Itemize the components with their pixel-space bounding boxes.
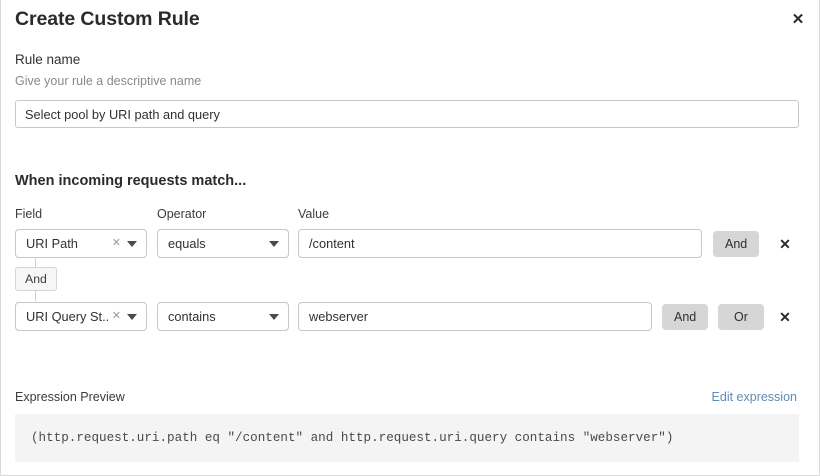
page-title: Create Custom Rule [15,8,200,30]
field-select-row-1[interactable]: URI Path ✕ [15,229,147,258]
rule-name-input[interactable] [15,100,799,128]
delete-row-2-button[interactable]: ✕ [779,309,791,325]
value-input-row-1[interactable] [298,229,702,258]
expression-preview-text: (http.request.uri.path eq "/content" and… [31,431,674,445]
edit-expression-link[interactable]: Edit expression [711,390,797,404]
operator-select-row-2[interactable]: contains [157,302,289,331]
expression-preview-box: (http.request.uri.path eq "/content" and… [15,414,799,462]
operator-select-row-1[interactable]: equals [157,229,289,258]
field-select-row-1-label: URI Path [26,236,78,251]
chevron-down-icon [269,313,279,320]
chevron-down-icon [269,240,279,247]
chevron-down-icon [127,240,137,247]
or-button-row-2[interactable]: Or [718,304,764,330]
column-header-field: Field [15,207,43,221]
column-header-value: Value [298,207,330,221]
rule-name-label: Rule name [15,52,81,67]
and-button-row-2[interactable]: And [662,304,709,330]
delete-row-1-button[interactable]: ✕ [779,236,791,252]
chevron-down-icon [127,313,137,320]
operator-select-row-2-label: contains [168,309,216,324]
clear-icon[interactable]: ✕ [111,310,121,322]
expression-preview-label: Expression Preview [15,390,125,404]
match-section-heading: When incoming requests match... [15,173,247,189]
field-select-row-2-label: URI Query St... [26,309,110,324]
field-select-row-2[interactable]: URI Query St... ✕ [15,302,147,331]
rule-name-description: Give your rule a descriptive name [15,74,202,88]
and-button-row-1[interactable]: And [713,231,760,257]
clear-icon[interactable]: ✕ [111,237,121,249]
operator-select-row-1-label: equals [168,236,206,251]
column-header-operator: Operator [157,207,207,221]
close-icon[interactable]: ✕ [791,10,805,28]
connector-and-badge[interactable]: And [15,267,57,291]
value-input-row-2[interactable] [298,302,652,331]
